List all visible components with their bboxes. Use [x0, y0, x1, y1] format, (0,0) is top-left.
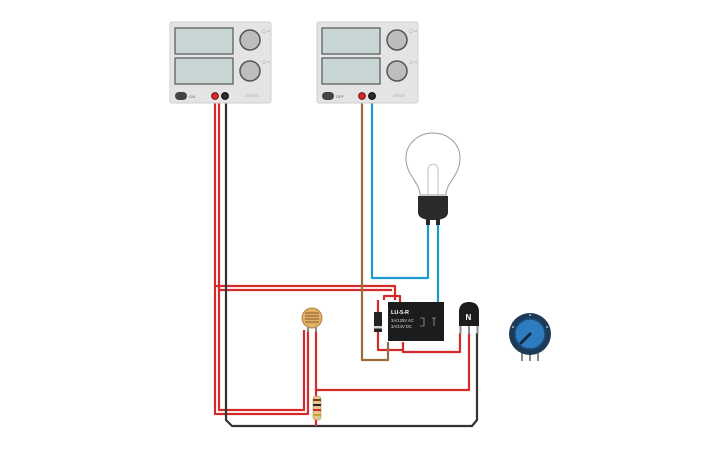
wire-ps1-ldr[interactable]	[213, 286, 310, 416]
psu1-positive-terminal[interactable]	[211, 92, 219, 100]
diode[interactable]	[374, 312, 382, 332]
transistor-body	[459, 302, 479, 326]
wire-ps1-positive[interactable]	[213, 96, 397, 300]
potentiometer-pointer	[519, 332, 532, 345]
wire-ps1-ground[interactable]	[224, 96, 479, 428]
power-supply-2[interactable]: ◯ ▭ ◯ ▭ OFF	[316, 21, 419, 104]
psu2-current-knob[interactable]	[386, 60, 408, 82]
svg-text:◯ ▭: ◯ ▭	[409, 28, 418, 33]
psu2-switch-label: OFF	[336, 94, 345, 99]
wire-ps2-negative[interactable]	[370, 96, 430, 280]
npn-transistor[interactable]: N	[459, 302, 479, 334]
psu2-current-display	[321, 57, 381, 85]
psu2-voltage-display	[321, 27, 381, 55]
wire-relay-top-loop[interactable]	[382, 294, 402, 302]
psu2-voltage-knob[interactable]	[386, 29, 408, 51]
wire-relay-transistor[interactable]	[401, 333, 462, 354]
psu1-switch-label: ON	[189, 94, 195, 99]
wires	[213, 96, 479, 428]
bulb-socket	[418, 196, 448, 220]
resistor[interactable]	[312, 395, 322, 421]
relay-rating-dc: 3A/24V DC	[391, 324, 412, 329]
psu2-power-switch[interactable]	[322, 92, 334, 100]
photoresistor[interactable]	[301, 307, 323, 332]
relay-rating-ac: 3A/125V AC	[391, 318, 414, 323]
relay-schematic-icon	[420, 317, 436, 327]
psu1-current-display	[174, 57, 234, 85]
wire-resistor-transistor[interactable]	[316, 333, 471, 392]
svg-text:◯ ▭: ◯ ▭	[262, 59, 271, 64]
psu1-voltage-display	[174, 27, 234, 55]
potentiometer[interactable]	[509, 313, 551, 361]
psu2-positive-terminal[interactable]	[358, 92, 366, 100]
power-supply-1[interactable]: ◯ ▭ ◯ ▭ ON	[169, 21, 272, 104]
psu1-current-knob[interactable]	[239, 60, 261, 82]
relay-body	[388, 302, 444, 341]
relay[interactable]: LU-5-R 3A/125V AC 3A/24V DC	[388, 302, 444, 341]
wire-ps2-positive[interactable]	[360, 96, 390, 362]
bulb-filament	[427, 163, 439, 195]
relay-model: LU-5-R	[391, 310, 409, 316]
psu1-power-switch[interactable]	[175, 92, 187, 100]
wire-ps1-ldr-2[interactable]	[217, 290, 306, 412]
transistor-label: N	[466, 313, 472, 322]
wire-ps1-positive-double[interactable]	[217, 96, 392, 292]
light-bulb[interactable]	[405, 132, 461, 225]
psu1-negative-terminal[interactable]	[221, 92, 229, 100]
svg-text:◯ ▭: ◯ ▭	[262, 28, 271, 33]
psu2-negative-terminal[interactable]	[368, 92, 376, 100]
svg-text:◯ ▭: ◯ ▭	[409, 59, 418, 64]
psu1-voltage-knob[interactable]	[239, 29, 261, 51]
